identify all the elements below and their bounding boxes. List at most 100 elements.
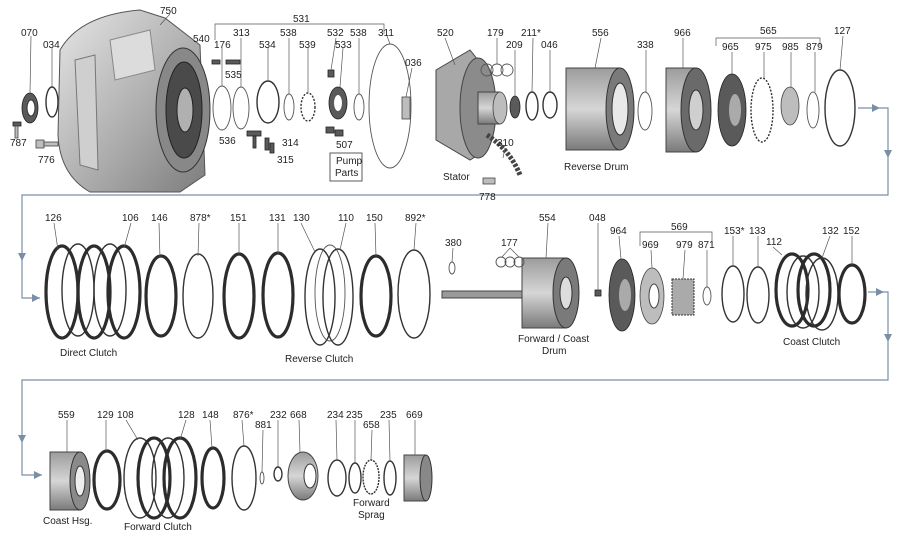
- part-313-ring: [232, 86, 250, 130]
- callout-539: 539: [299, 40, 316, 51]
- callout-969: 969: [642, 240, 659, 251]
- callout-132: 132: [822, 226, 839, 237]
- part-878-ring: [182, 253, 214, 339]
- callout-871: 871: [698, 240, 715, 251]
- part-151-plate: [222, 252, 256, 340]
- part-979-spring: [671, 278, 695, 316]
- callout-975: 975: [755, 42, 772, 53]
- part-507-clips: [325, 126, 344, 137]
- part-539-gear: [300, 92, 316, 122]
- row2-parts: [44, 243, 867, 346]
- row2-leaders: [53, 222, 853, 290]
- caption-forward-coast-drum-2: Drum: [542, 346, 566, 357]
- callout-209: 209: [506, 40, 523, 51]
- caption-forward-clutch: Forward Clutch: [124, 522, 192, 533]
- part-314-315-pins: [264, 137, 275, 154]
- callout-311: 311: [378, 28, 394, 39]
- callout-130: 130: [293, 213, 310, 224]
- part-108-128-forward-clutch: [123, 436, 198, 520]
- part-892-ring: [397, 249, 431, 339]
- part-048-pin: [594, 289, 602, 297]
- caption-reverse-clutch: Reverse Clutch: [285, 354, 353, 365]
- flow-arrows: [18, 104, 892, 479]
- callout-036: 036: [405, 58, 422, 69]
- part-234-ring: [327, 459, 347, 497]
- callout-310: 310: [497, 138, 514, 149]
- callout-669: 669: [406, 410, 423, 421]
- callout-126: 126: [45, 213, 62, 224]
- row3-leaders: [66, 419, 416, 473]
- callout-152: 152: [843, 226, 860, 237]
- part-536-pin: [246, 130, 262, 149]
- part-556-reverse-drum: [565, 67, 635, 151]
- callout-658: 658: [363, 420, 380, 431]
- callout-879: 879: [806, 42, 823, 53]
- part-776-bolt: [35, 139, 59, 149]
- callout-538b: 538: [350, 28, 367, 39]
- part-211-ring: [525, 91, 539, 121]
- callout-235b: 235: [380, 410, 397, 421]
- part-965-piston: [717, 73, 747, 147]
- part-969-retainer: [639, 267, 665, 325]
- callout-778: 778: [479, 192, 496, 203]
- part-380-ring: [448, 261, 456, 275]
- callout-232: 232: [270, 410, 287, 421]
- callout-315: 315: [277, 155, 294, 166]
- callout-533: 533: [335, 40, 352, 51]
- part-176-ring: [212, 85, 232, 131]
- part-235-ring: [348, 462, 362, 494]
- callout-235a: 235: [346, 410, 363, 421]
- part-235b-ring: [383, 460, 397, 496]
- callout-133: 133: [749, 226, 766, 237]
- caption-coast-hsg: Coast Hsg.: [43, 516, 92, 527]
- callout-531: 531: [293, 14, 310, 25]
- callout-881: 881: [255, 420, 272, 431]
- part-668-hub: [287, 451, 319, 501]
- callout-177: 177: [501, 238, 518, 249]
- callout-150: 150: [366, 213, 383, 224]
- caption-reverse-drum: Reverse Drum: [564, 162, 628, 173]
- part-540-pin: [211, 59, 221, 65]
- callout-569: 569: [671, 222, 688, 233]
- callout-964: 964: [610, 226, 627, 237]
- part-112-132-coast-clutch: [774, 252, 839, 331]
- part-535-pin: [225, 59, 241, 65]
- part-150-plate: [359, 254, 393, 338]
- callout-179: 179: [487, 28, 504, 39]
- part-871-ring: [702, 286, 712, 306]
- callout-892: 892*: [405, 213, 426, 224]
- callout-535: 535: [225, 70, 242, 81]
- part-153-ring: [721, 265, 745, 323]
- part-669-race: [403, 454, 433, 502]
- callout-110: 110: [338, 213, 354, 224]
- callout-211: 211*: [521, 28, 541, 39]
- callout-876: 876*: [233, 410, 254, 421]
- caption-pump-parts-1: Pump: [336, 156, 363, 167]
- callout-176: 176: [214, 40, 231, 51]
- callout-070: 070: [21, 28, 38, 39]
- part-131-plate: [261, 251, 295, 339]
- row3-labels: 559 129 108 128 148 876* 881 232 668 234…: [43, 410, 423, 533]
- part-133-ring: [746, 266, 770, 324]
- part-126-106-direct-clutch: [44, 243, 142, 340]
- part-146-plate: [144, 254, 178, 338]
- callout-153: 153*: [724, 226, 745, 237]
- part-876-ring: [231, 445, 257, 511]
- part-179-rings: [480, 63, 514, 77]
- part-046-ring: [542, 91, 558, 119]
- pump-parts-box: [329, 152, 363, 182]
- part-879-ring: [806, 91, 820, 129]
- part-152-plate: [837, 263, 867, 325]
- row1-labels: 070 034 787 776 750 531 540 176 313 535 …: [10, 6, 851, 203]
- callout-750: 750: [160, 6, 177, 17]
- row1-parts: [12, 9, 856, 193]
- part-554-shaft-drum: [441, 257, 580, 329]
- part-534-bearing: [256, 80, 280, 124]
- part-538-ring: [283, 93, 295, 121]
- callout-108: 108: [117, 410, 134, 421]
- part-520-pump: [435, 49, 508, 161]
- part-538b-ring: [353, 93, 365, 121]
- callout-979: 979: [676, 240, 693, 251]
- caption-forward-sprag-1: Forward: [353, 498, 390, 509]
